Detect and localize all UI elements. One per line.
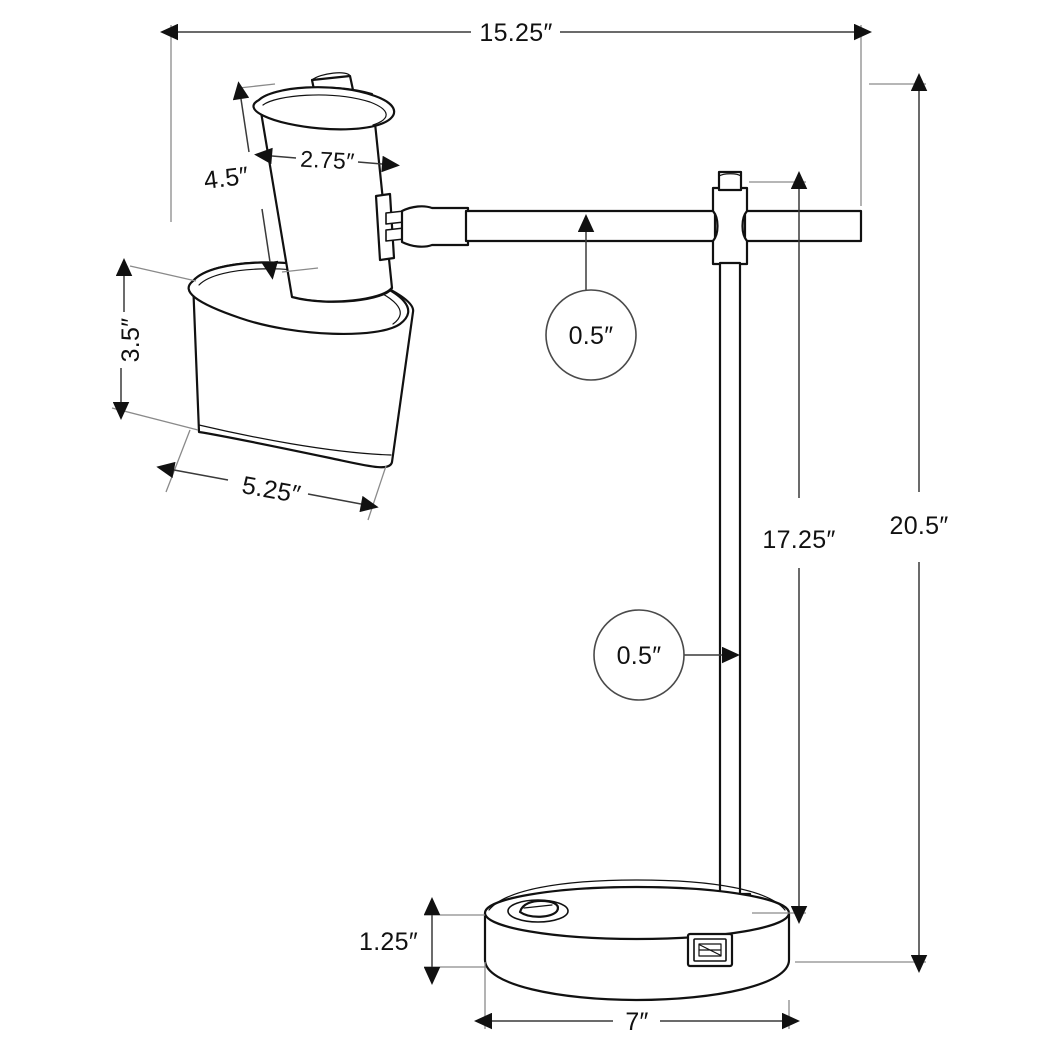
callout-label-pole-diameter: 0.5″ [617,642,662,670]
callout-label-arm-diameter: 0.5″ [569,322,614,350]
dimension-shade-top-diameter: 2.75″ [254,146,400,175]
swivel-joint [374,192,470,262]
dimension-pole-height: 17.25″ [749,171,835,924]
rocker-switch [507,899,569,923]
dimension-label-base-height: 1.25″ [359,928,418,956]
base-disc [483,879,791,1002]
dimension-label-overall-width: 15.25″ [479,19,552,47]
dimension-shade-height: 4.5″ [202,81,319,280]
dimension-label-shade-lower-height: 3.5″ [117,318,145,363]
dimension-overall-height: 20.5″ [795,73,948,973]
usb-port [686,932,734,968]
dimension-label-base-diameter: 7″ [625,1008,648,1036]
callout-arm-diameter: 0.5″ [545,214,637,381]
callout-circle-arm-diameter [545,289,637,381]
callout-circle-pole-diameter [593,609,685,701]
dimension-base-diameter: 7″ [474,962,800,1036]
dimension-label-pole-height: 17.25″ [762,526,835,554]
vertical-pole [718,261,742,897]
horizontal-arm [464,209,863,243]
callout-pole-diameter: 0.5″ [593,609,740,701]
dimension-shade-lower-height: 3.5″ [111,258,199,431]
pole-cap [717,170,743,192]
lamp-head-cylinder [252,72,396,303]
dimension-label-overall-height: 20.5″ [889,512,948,540]
dimension-label-shade-height: 4.5″ [202,162,250,195]
dimension-label-shade-lower-diameter: 5.25″ [240,471,303,509]
arm-junction-block [711,186,749,266]
dimension-base-height: 1.25″ [359,897,486,985]
lamp-shade [187,261,415,469]
dimension-label-shade-top-diameter: 2.75″ [300,146,356,175]
dimension-overall-width: 15.25″ [160,19,872,222]
